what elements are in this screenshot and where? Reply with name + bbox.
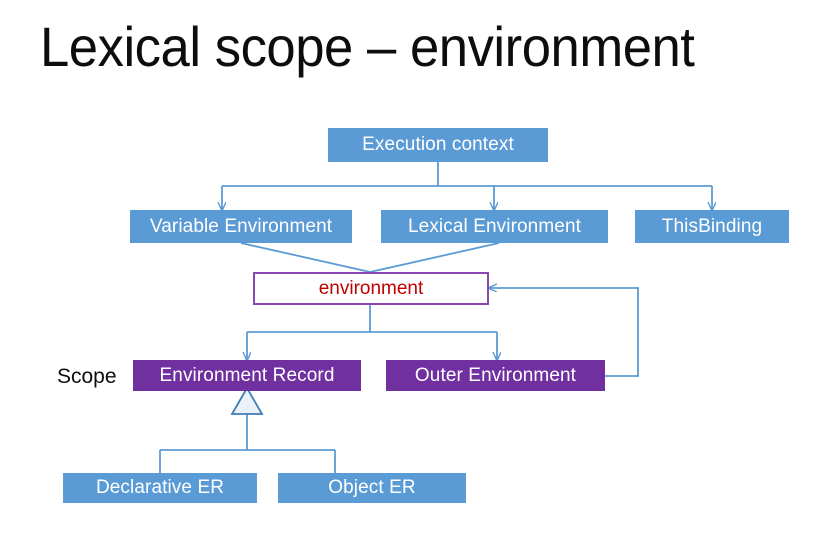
node-variable-environment[interactable]: Variable Environment (130, 210, 352, 243)
node-outer-environment[interactable]: Outer Environment (386, 360, 605, 391)
node-object-er[interactable]: Object ER (278, 473, 466, 503)
node-execution-context[interactable]: Execution context (328, 128, 548, 162)
node-this-binding[interactable]: ThisBinding (635, 210, 789, 243)
node-environment[interactable]: environment (253, 272, 489, 305)
node-lexical-environment[interactable]: Lexical Environment (381, 210, 608, 243)
generalization-triangle-icon (230, 386, 264, 415)
page-title: Lexical scope – environment (40, 15, 695, 78)
scope-label: Scope (57, 365, 117, 388)
node-declarative-er[interactable]: Declarative ER (63, 473, 257, 503)
node-environment-record[interactable]: Environment Record (133, 360, 361, 391)
edge-lexical-env-to-environment (369, 242, 500, 273)
edge-variable-env-to-environment (240, 242, 371, 273)
